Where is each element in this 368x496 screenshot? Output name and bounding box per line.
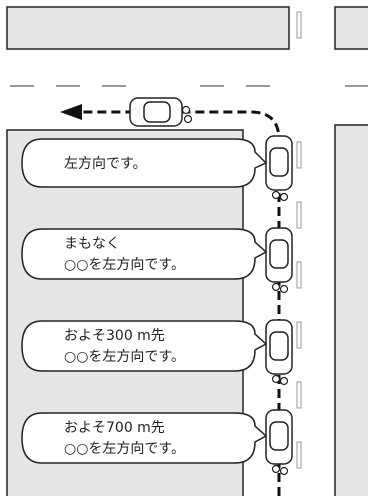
car-icon [265,227,293,294]
car-icon [265,319,293,386]
announcement-bubble: およそ300 m先 ○○を左方向です。 [21,320,268,372]
announcement-line: 左方向です。 [64,156,147,172]
announcement-line: およそ300 m先 [64,328,165,344]
announcement-line: まもなく [64,236,120,252]
announcement-bubble: 左方向です。 [21,138,268,188]
announcement-line: ○○を左方向です。 [64,349,185,365]
announcement-line: ○○を左方向です。 [64,441,185,457]
car-icon [265,409,293,476]
announcement-bubble: およそ700 m先 ○○を左方向です。 [21,412,268,464]
vertical-lane-markings [296,11,302,469]
car-icon [129,97,193,127]
block-top-right [334,6,368,50]
block-top-left [6,6,290,50]
route-arrow-icon [60,104,82,120]
block-bottom-right [334,124,368,496]
announcement-line: ○○を左方向です。 [64,257,185,273]
announcement-line: およそ700 m先 [64,420,165,436]
announcement-bubble: まもなく ○○を左方向です。 [21,228,268,280]
